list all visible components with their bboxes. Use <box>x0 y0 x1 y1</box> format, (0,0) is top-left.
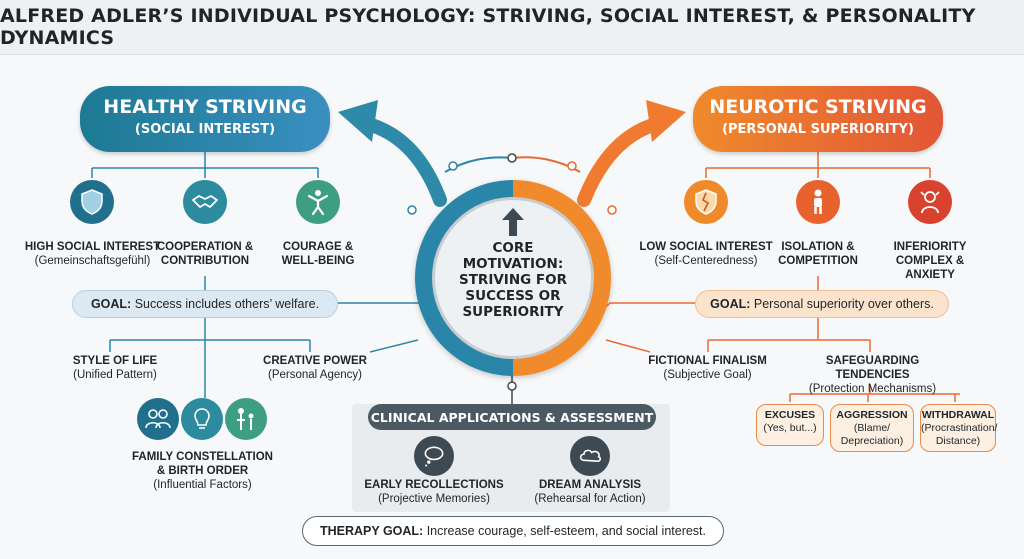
style-of-life-label: STYLE OF LIFE(Unified Pattern) <box>72 355 158 381</box>
early-recollections-label: EARLY RECOLLECTIONS(Projective Memories) <box>364 479 504 505</box>
core-motivation-text: CORE MOTIVATION: STRIVING FOR SUCCESS OR… <box>459 240 567 320</box>
broken-shield-icon <box>684 180 728 224</box>
thought-bubble-icon <box>414 436 454 476</box>
high-social-interest-label: HIGH SOCIAL INTEREST(Gemeinschaftsgefühl… <box>24 241 161 267</box>
person-icon <box>296 180 340 224</box>
anxious-person-icon <box>908 180 952 224</box>
low-social-interest-label: LOW SOCIAL INTEREST(Self-Centeredness) <box>639 241 773 267</box>
clinical-header: CLINICAL APPLICATIONS & ASSESSMENT <box>368 404 656 430</box>
up-arrow-icon <box>502 208 524 236</box>
cooperation-label: COOPERATION &CONTRIBUTION <box>156 241 254 267</box>
withdrawal-box: WITHDRAWAL(Procrastination/Distance) <box>920 404 997 452</box>
safeguarding-label: SAFEGUARDING TENDENCIES(Protection Mecha… <box>808 355 937 395</box>
neurotic-striving-header: NEUROTIC STRIVING (PERSONAL SUPERIORITY) <box>693 86 943 152</box>
neurotic-title: NEUROTIC STRIVING <box>709 96 927 118</box>
page-title: ALFRED ADLER’S INDIVIDUAL PSYCHOLOGY: ST… <box>0 5 976 49</box>
healthy-striving-header: HEALTHY STRIVING (SOCIAL INTEREST) <box>80 86 330 152</box>
neurotic-goal: GOAL: Personal superiority over others. <box>695 290 949 318</box>
isolation-label: ISOLATION &COMPETITION <box>778 241 858 267</box>
healthy-title: HEALTHY STRIVING <box>103 96 307 118</box>
lightbulb-icon <box>181 398 223 440</box>
parent-child-icon <box>225 398 267 440</box>
fictional-finalism-label: FICTIONAL FINALISM(Subjective Goal) <box>648 355 767 381</box>
handshake-icon <box>183 180 227 224</box>
aggression-box: AGGRESSION(Blame/Depreciation) <box>830 404 914 452</box>
excuses-box: EXCUSES(Yes, but...) <box>756 404 824 446</box>
family-constellation-label: FAMILY CONSTELLATION& BIRTH ORDER(Influe… <box>132 451 273 491</box>
shield-icon <box>70 180 114 224</box>
cloud-icon <box>570 436 610 476</box>
neurotic-subtitle: (PERSONAL SUPERIORITY) <box>722 122 914 137</box>
healthy-subtitle: (SOCIAL INTEREST) <box>134 122 276 137</box>
lone-person-icon <box>796 180 840 224</box>
healthy-goal: GOAL: Success includes others’ welfare. <box>72 290 338 318</box>
creative-power-label: CREATIVE POWER(Personal Agency) <box>263 355 367 381</box>
title-bar: ALFRED ADLER’S INDIVIDUAL PSYCHOLOGY: ST… <box>0 0 1024 55</box>
dream-analysis-label: DREAM ANALYSIS(Rehearsal for Action) <box>534 479 646 505</box>
therapy-goal: THERAPY GOAL: Increase courage, self-est… <box>302 516 724 546</box>
courage-label: COURAGE &WELL-BEING <box>281 241 355 267</box>
family-group-icon <box>137 398 179 440</box>
